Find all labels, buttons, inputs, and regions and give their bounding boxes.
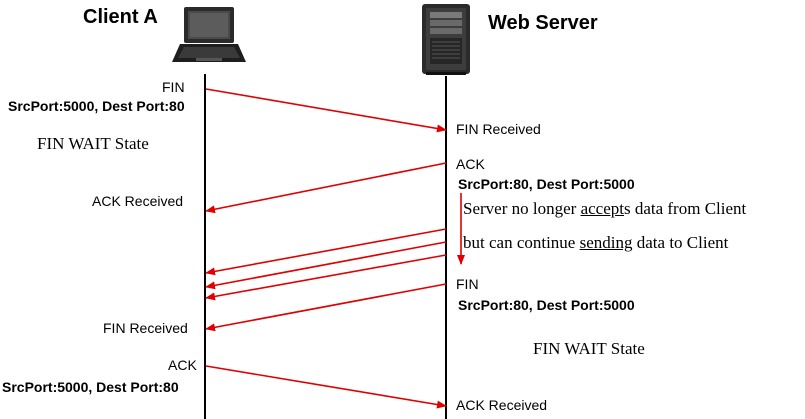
client-fin-ports: SrcPort:5000, Dest Port:80 bbox=[8, 98, 185, 114]
note-line-1-part-a: Server no longer bbox=[463, 199, 581, 218]
server-ack-received: ACK Received bbox=[456, 397, 548, 413]
client-ack-ports: SrcPort:5000, Dest Port:80 bbox=[2, 379, 179, 395]
client-ack-label: ACK bbox=[168, 357, 197, 373]
server-note-line-2: but can continue sending data to Client bbox=[463, 233, 728, 253]
server-ack-ports: SrcPort:80, Dest Port:5000 bbox=[458, 176, 635, 192]
arrow-server-ack bbox=[205, 162, 447, 214]
note-line-2-part-a: but can continue bbox=[463, 233, 580, 252]
server-note-line-1: Server no longer accepts data from Clien… bbox=[463, 199, 746, 219]
arrow-data-1 bbox=[205, 228, 447, 276]
server-ack-label: ACK bbox=[456, 156, 485, 172]
client-fin-wait-state: FIN WAIT State bbox=[37, 134, 149, 153]
arrow-data-3 bbox=[205, 254, 447, 301]
server-title: Web Server bbox=[488, 12, 598, 34]
server-tower-icon bbox=[422, 4, 470, 75]
arrow-client-fin bbox=[205, 88, 447, 133]
server-fin-received: FIN Received bbox=[456, 121, 541, 137]
arrow-server-fin bbox=[205, 283, 447, 332]
client-title: Client A bbox=[83, 6, 158, 28]
server-fin-wait-state: FIN WAIT State bbox=[533, 339, 645, 358]
note-line-1-part-c: s data from Client bbox=[623, 199, 747, 218]
server-fin-label: FIN bbox=[456, 276, 479, 292]
client-fin-received: FIN Received bbox=[103, 320, 188, 336]
client-fin-label: FIN bbox=[162, 79, 185, 95]
laptop-icon bbox=[172, 7, 246, 62]
arrow-client-ack bbox=[205, 365, 447, 409]
note-line-2-sending: sending bbox=[579, 233, 633, 252]
note-line-1-accept: accept bbox=[580, 199, 624, 218]
server-fin-ports: SrcPort:80, Dest Port:5000 bbox=[458, 297, 635, 313]
client-ack-received: ACK Received bbox=[92, 193, 184, 209]
note-line-2-part-c: data to Client bbox=[632, 233, 729, 252]
arrow-data-2 bbox=[205, 241, 447, 290]
